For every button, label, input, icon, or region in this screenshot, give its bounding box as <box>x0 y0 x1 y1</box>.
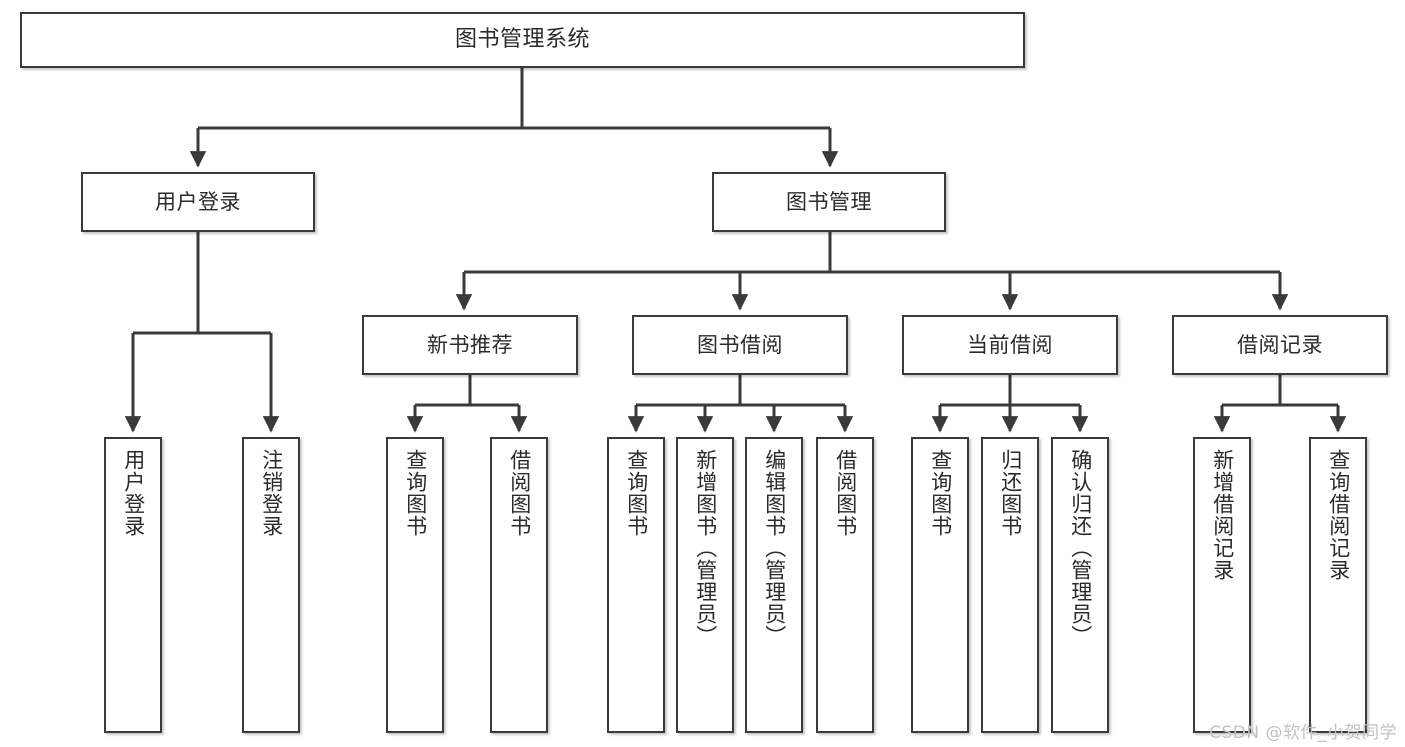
node-label: 新增图书（管理员） <box>693 449 718 647</box>
node-current-borrow[interactable]: 当前借阅 <box>902 315 1118 375</box>
node-label: 查询图书 <box>928 449 953 537</box>
leaf-current-confirm-return-admin[interactable]: 确认归还（管理员） <box>1051 437 1109 733</box>
node-book-borrow[interactable]: 图书借阅 <box>632 315 848 375</box>
node-label: 归还图书 <box>998 449 1023 537</box>
node-label: 当前借阅 <box>967 332 1053 357</box>
node-borrow-records[interactable]: 借阅记录 <box>1172 315 1388 375</box>
node-new-book-recommend[interactable]: 新书推荐 <box>362 315 578 375</box>
leaf-current-return-book[interactable]: 归还图书 <box>981 437 1039 733</box>
node-label: 查询借阅记录 <box>1326 449 1351 581</box>
leaf-borrow-add-book-admin[interactable]: 新增图书（管理员） <box>676 437 734 733</box>
node-label: 图书管理系统 <box>454 27 590 53</box>
leaf-new-book-borrow[interactable]: 借阅图书 <box>490 437 548 733</box>
leaf-new-book-query[interactable]: 查询图书 <box>386 437 444 733</box>
node-label: 查询图书 <box>403 449 428 537</box>
node-label: 用户登录 <box>155 189 241 214</box>
node-label: 用户登录 <box>121 449 146 537</box>
leaf-user-login-login[interactable]: 用户登录 <box>104 437 162 733</box>
leaf-records-add-record[interactable]: 新增借阅记录 <box>1193 437 1251 733</box>
leaf-borrow-query-book[interactable]: 查询图书 <box>607 437 665 733</box>
node-label: 新书推荐 <box>427 332 513 357</box>
node-label: 图书借阅 <box>697 332 783 357</box>
node-label: 编辑图书（管理员） <box>762 449 787 647</box>
node-user-login[interactable]: 用户登录 <box>81 172 315 232</box>
node-label: 图书管理 <box>786 189 872 214</box>
node-label: 新增借阅记录 <box>1210 449 1235 581</box>
leaf-borrow-borrow-book[interactable]: 借阅图书 <box>816 437 874 733</box>
node-root-system[interactable]: 图书管理系统 <box>20 12 1025 68</box>
node-label: 注销登录 <box>259 449 284 537</box>
node-label: 借阅图书 <box>507 449 532 537</box>
node-label: 借阅记录 <box>1237 332 1323 357</box>
leaf-current-query-book[interactable]: 查询图书 <box>911 437 969 733</box>
node-label: 确认归还（管理员） <box>1068 449 1093 647</box>
node-label: 查询图书 <box>624 449 649 537</box>
leaf-records-query-record[interactable]: 查询借阅记录 <box>1309 437 1367 733</box>
leaf-borrow-edit-book-admin[interactable]: 编辑图书（管理员） <box>745 437 803 733</box>
leaf-user-login-logout[interactable]: 注销登录 <box>242 437 300 733</box>
node-book-management[interactable]: 图书管理 <box>712 172 946 232</box>
node-label: 借阅图书 <box>833 449 858 537</box>
